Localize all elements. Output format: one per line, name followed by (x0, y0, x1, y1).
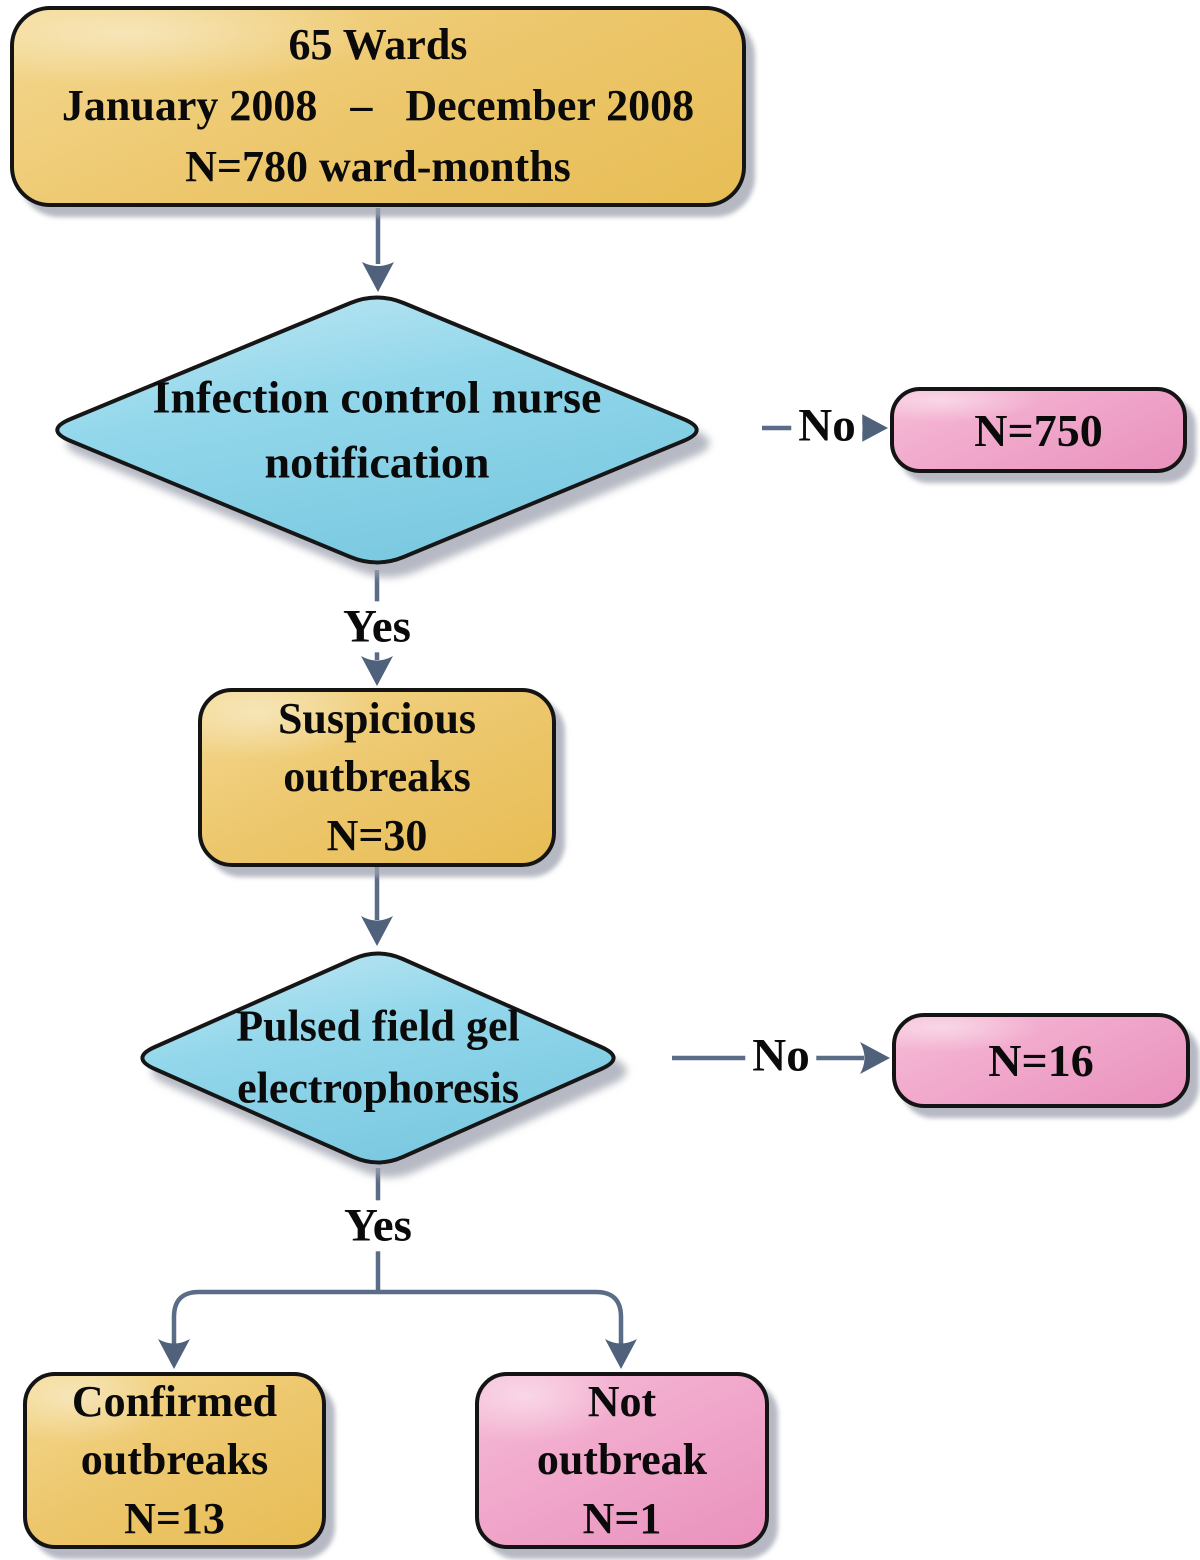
arrowhead-down-1 (362, 262, 394, 292)
decision2-diamond (140, 951, 616, 1165)
arrowhead-down-4 (158, 1339, 190, 1369)
yes-label-1: Yes (336, 601, 418, 653)
decision1-diamond (55, 295, 699, 565)
suspicious-outbreaks-node: Suspicious outbreaks N=30 (198, 688, 556, 867)
arrowheads (158, 262, 890, 1369)
no-label-1: No (791, 400, 863, 452)
arrowhead-right-2 (860, 1042, 890, 1074)
excluded-n16-node: N=16 (892, 1013, 1190, 1108)
arrowhead-right-1 (858, 412, 888, 444)
decision1-label: Infection control nurse notification (152, 371, 602, 488)
arrowhead-down-5 (605, 1339, 637, 1369)
excluded-n750-node: N=750 (890, 387, 1187, 473)
start-node: 65 Wards January 2008 – December 2008 N=… (10, 6, 746, 207)
edge-branch-split (171, 1289, 624, 1344)
no-label-2: No (745, 1030, 817, 1082)
decision2-label: Pulsed field gel electrophoresis (236, 1001, 520, 1113)
yes-label-2: Yes (337, 1200, 419, 1252)
arrowhead-down-3 (361, 916, 393, 946)
confirmed-outbreaks-node: Confirmed outbreaks N=13 (23, 1372, 326, 1549)
not-outbreak-node: Not outbreak N=1 (475, 1372, 769, 1549)
arrowhead-down-2 (361, 656, 393, 686)
